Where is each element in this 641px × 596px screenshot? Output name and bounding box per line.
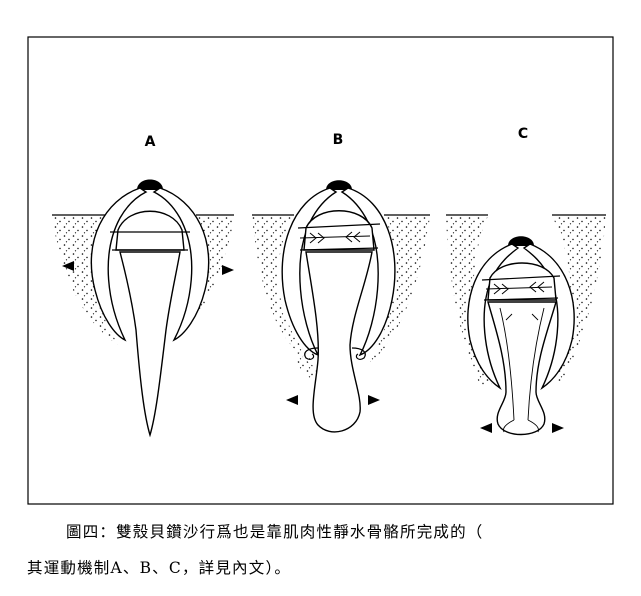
foot-curl-left-b — [304, 347, 319, 360]
foot-b — [305, 251, 373, 433]
muscle-band-c — [481, 275, 561, 281]
panel-label-a: A — [145, 134, 156, 150]
figure-caption: 圖四：雙殼貝鑽沙行爲也是靠肌肉性靜水骨骼所完成的（ 其運動機制A、B、C，詳見內… — [0, 512, 641, 592]
hinge-ligament-b — [326, 180, 352, 190]
visceral-mass-c — [487, 262, 557, 301]
hinge-ligament-c — [508, 236, 534, 246]
right-valve-a — [152, 187, 210, 342]
muscle-contraction-arrows-b — [299, 231, 371, 244]
caption-line-2: 其運動機制A、B、C，詳見內文）。 — [27, 559, 292, 577]
arrow-right-b — [368, 395, 380, 405]
arrow-left-a — [62, 261, 74, 271]
sand-stipple-b — [252, 216, 312, 360]
panel-label-b: B — [333, 132, 344, 148]
foot-a — [119, 251, 181, 438]
muscle-band-c — [483, 297, 559, 301]
muscle-band-b — [297, 223, 381, 229]
panel-a: A — [52, 134, 234, 438]
figure-frame — [27, 36, 614, 505]
visceral-mass-a — [115, 210, 185, 251]
foot-curl-right-b — [351, 347, 366, 360]
caption-line-1: 圖四：雙殼貝鑽沙行爲也是靠肌肉性靜水骨骼所完成的（ — [66, 523, 484, 541]
hinge-ligament-a — [137, 179, 163, 190]
left-valve-a — [90, 187, 148, 342]
sand-stipple-b — [370, 216, 430, 362]
bivalve-burrowing-diagram: A B — [27, 36, 614, 505]
retractor-muscles-c — [499, 307, 545, 433]
muscle-contraction-arrows-c — [485, 281, 553, 295]
muscle-band-b — [299, 247, 379, 251]
arrow-right-a — [222, 265, 234, 275]
sand-stipple-a — [52, 216, 118, 345]
arrow-left-c — [480, 423, 492, 433]
foot-c — [487, 301, 557, 436]
panel-label-c: C — [518, 126, 528, 142]
arrow-left-b — [286, 395, 298, 405]
visceral-mass-b — [303, 210, 375, 251]
panel-c: C — [446, 126, 606, 436]
panel-b: B — [252, 132, 430, 433]
left-valve-c — [467, 243, 520, 391]
arrow-right-c — [552, 423, 564, 433]
right-valve-b — [340, 187, 396, 357]
